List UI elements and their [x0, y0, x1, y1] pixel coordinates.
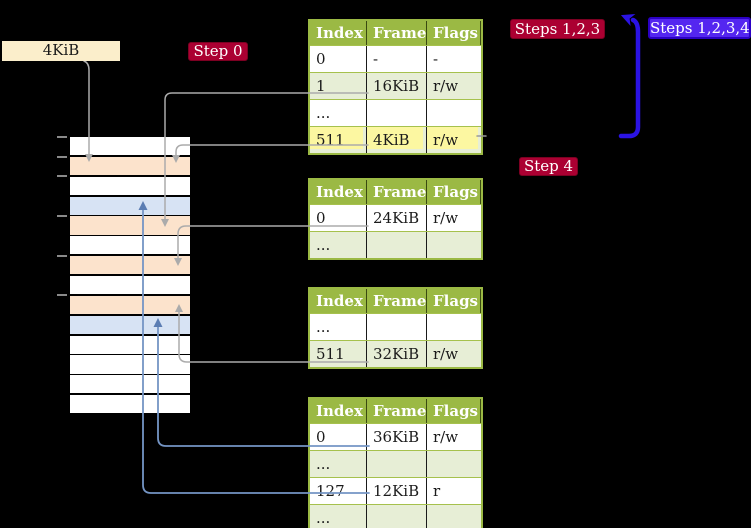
- table-cell: [427, 314, 481, 340]
- table-cell: 1: [310, 73, 367, 99]
- memory-frame-row: [70, 176, 190, 195]
- column-header: Flags: [427, 289, 481, 313]
- column-header: Index: [310, 399, 367, 423]
- memory-frame-row: [70, 196, 190, 215]
- table-cell: 36KiB: [367, 424, 427, 450]
- column-header: Index: [310, 289, 367, 313]
- table-cell: [367, 314, 427, 340]
- table-cell: r/w: [433, 428, 459, 446]
- memory-frame-row: [70, 256, 190, 275]
- table-row: ...: [310, 504, 481, 528]
- table-cell: 0: [310, 424, 367, 450]
- memory-frame-row: [70, 315, 190, 334]
- table-cell: [367, 232, 427, 258]
- table-cell: 4KiB: [367, 127, 427, 153]
- memory-frame-row: [70, 375, 190, 394]
- table-cell: 12KiB: [367, 478, 427, 504]
- table-cell: [367, 505, 427, 528]
- steps-1234-label: Steps 1,2,3,4: [648, 17, 751, 39]
- step-4-label: Step 4: [519, 157, 578, 176]
- page-size-label: 4KiB: [2, 41, 120, 61]
- table-cell: [427, 505, 481, 528]
- table-cell: 24KiB: [367, 205, 427, 231]
- table-row: ...: [310, 99, 481, 126]
- table-cell: [367, 451, 427, 477]
- memory-frame-row: [70, 276, 190, 295]
- column-header: Index: [310, 21, 367, 45]
- table-cell: ...: [310, 232, 367, 258]
- table-cell: ...: [310, 314, 367, 340]
- table-cell: r/w: [427, 127, 481, 153]
- column-header: Frame: [367, 289, 427, 313]
- memory-frame-row: [70, 355, 190, 374]
- column-header: Flags: [427, 21, 481, 45]
- table-cell: 511: [310, 127, 367, 153]
- column-header: Frame: [367, 21, 427, 45]
- column-header: Index: [310, 180, 367, 204]
- memory-frame-row: [70, 236, 190, 255]
- table-cell: r/w: [433, 77, 459, 95]
- table-cell: r: [433, 482, 441, 500]
- column-header: Flags: [427, 399, 481, 423]
- table-cell: [367, 100, 427, 126]
- table-cell: 0: [310, 46, 367, 72]
- table-row: ...: [310, 231, 481, 258]
- table-cell: ...: [310, 505, 367, 528]
- table-cell: r/w: [433, 345, 459, 363]
- table-row: 0--: [310, 45, 481, 72]
- table-cell: 127: [310, 478, 367, 504]
- column-header: Frame: [367, 180, 427, 204]
- table-cell: [427, 451, 481, 477]
- table-cell: -: [433, 50, 439, 68]
- memory-frame-row: [70, 137, 190, 156]
- table-cell: ...: [310, 451, 367, 477]
- column-header: Frame: [367, 399, 427, 423]
- memory-frame-row: [70, 216, 190, 235]
- table-row: ...: [310, 313, 481, 340]
- table-cell: [427, 232, 481, 258]
- loop-back-arrow: [618, 13, 641, 139]
- table-row: ...: [310, 450, 481, 477]
- memory-frame-row: [70, 335, 190, 354]
- table-cell: 0: [310, 205, 367, 231]
- table-cell: [427, 100, 481, 126]
- memory-frame-row: [70, 295, 190, 315]
- table-cell: ...: [310, 100, 367, 126]
- table-cell: 16KiB: [367, 73, 427, 99]
- table-cell: -: [367, 46, 427, 72]
- memory-frame-row: [70, 395, 190, 414]
- column-header: Flags: [427, 180, 481, 204]
- table-cell: 511: [310, 341, 367, 367]
- physical-memory-column: [70, 137, 190, 415]
- memory-frame-row: [70, 156, 190, 176]
- table-cell: r/w: [433, 209, 459, 227]
- table-cell: 32KiB: [367, 341, 427, 367]
- steps-123-label: Steps 1,2,3: [510, 19, 605, 39]
- step-0-label: Step 0: [188, 42, 248, 61]
